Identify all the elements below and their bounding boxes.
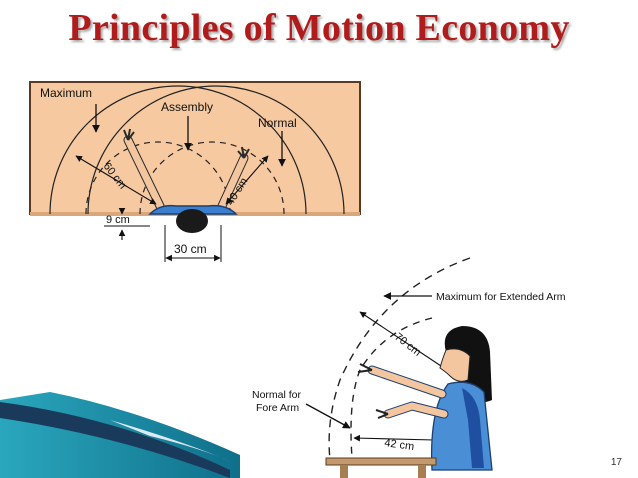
maximum-extended-arc bbox=[328, 257, 471, 461]
label-9cm: 9 cm bbox=[106, 214, 130, 226]
label-max-extended-arm: Maximum for Extended Arm bbox=[436, 291, 566, 303]
label-normal-forearm-line1: Normal for bbox=[252, 389, 302, 401]
maximum-arc-left bbox=[49, 85, 307, 214]
label-70cm: 70 cm bbox=[392, 331, 423, 359]
decorative-swoosh bbox=[0, 392, 240, 478]
side-table bbox=[325, 457, 437, 466]
label-assembly: Assembly bbox=[161, 100, 213, 114]
normal-arc-right bbox=[139, 141, 285, 214]
label-normal: Normal bbox=[258, 116, 297, 130]
page-number: 17 bbox=[610, 457, 622, 468]
worker-figure bbox=[325, 326, 493, 478]
label-42cm: 42 cm bbox=[384, 437, 415, 453]
arm-reach-side-diagram: 70 cm 42 cm Maximum for Extended Arm Nor… bbox=[252, 257, 566, 478]
workstation-plan-diagram: Maximum Assembly Normal 60 cm 40 cm 9 cm… bbox=[29, 81, 361, 262]
slide-title: Principles of Motion Economy bbox=[68, 7, 570, 49]
normal-arc-left bbox=[85, 141, 231, 214]
label-normal-forearm-line2: Fore Arm bbox=[256, 402, 299, 414]
normal-forearm-arc bbox=[350, 317, 433, 459]
label-30cm: 30 cm bbox=[174, 242, 207, 256]
maximum-arc-right bbox=[87, 85, 345, 214]
label-maximum: Maximum bbox=[40, 86, 92, 100]
